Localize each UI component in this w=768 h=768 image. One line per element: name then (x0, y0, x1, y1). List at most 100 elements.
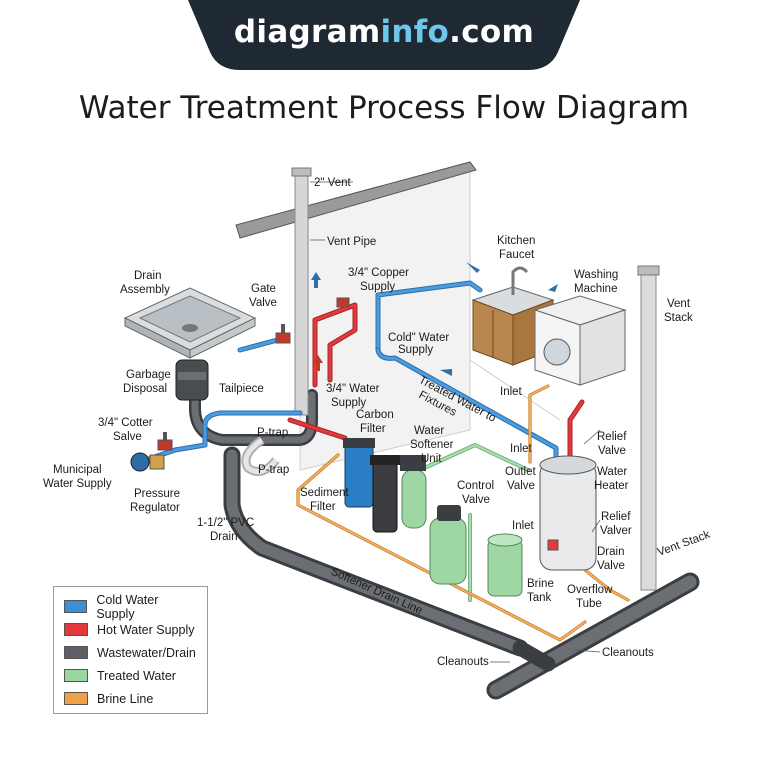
label-inlet-b: Inlet (510, 443, 533, 455)
legend-label-cold: Cold Water Supply (96, 592, 159, 621)
label-water-supply-1: 3/4" Water (326, 383, 380, 395)
legend-swatch-treated (64, 669, 88, 682)
label-cold-2: Supply (398, 344, 433, 356)
label-cleanouts-b: Cleanouts (602, 647, 654, 659)
site-banner (188, 0, 580, 70)
label-carbon-1: Carbon (356, 409, 394, 421)
legend-swatch-brine (64, 692, 88, 705)
label-vent-stack-1: Vent (667, 298, 691, 310)
label-municipal-2: Water Supply (43, 478, 112, 490)
legend-label-brine: Brine Line (97, 691, 154, 706)
brand-part-diagram: diagram (233, 14, 381, 50)
label-relief-1: Relief (597, 431, 627, 443)
label-softener-1: Water (414, 425, 444, 437)
label-tailpiece: Tailpiece (219, 383, 264, 395)
label-cotter-1: 3/4" Cotter (98, 417, 153, 429)
label-inlet-a: Inlet (500, 386, 523, 398)
legend-row-cold: Cold Water Supply (64, 592, 197, 621)
label-kitchen-1: Kitchen (497, 235, 535, 247)
label-washing-1: Washing (574, 269, 618, 281)
label-brine-1: Brine (527, 578, 554, 590)
kitchen-faucet (511, 266, 529, 295)
label-ptrap-a: P-trap (257, 427, 288, 439)
label-ptrap-b: P-trap (258, 464, 289, 476)
garbage-disposal-unit (175, 359, 209, 401)
floor-line (469, 359, 561, 421)
cold-water-lines (137, 280, 559, 465)
water-heater-tank (539, 455, 597, 571)
label-control-1: Control (457, 480, 494, 492)
label-drain-1: Drain (134, 270, 161, 282)
label-carbon-2: Filter (360, 423, 386, 435)
legend-label-hot: Hot Water Supply (97, 622, 195, 637)
label-heater-1: Water (597, 466, 627, 478)
label-inlet-c: Inlet (512, 520, 535, 532)
label-cotter-2: Salve (113, 431, 142, 443)
label-kitchen-2: Faucet (499, 249, 535, 261)
label-sediment-1: Sediment (300, 487, 349, 499)
label-brine-2: Tank (527, 592, 552, 604)
label-water-supply-2: Supply (331, 397, 366, 409)
gate-valve[interactable] (275, 324, 291, 344)
label-drain-valve-2: Valve (597, 560, 625, 572)
label-vent: 2" Vent (314, 177, 352, 189)
label-vent-stack-3: Vent Stack (656, 529, 712, 559)
washing-machine-unit (533, 295, 627, 386)
brand-part-com: .com (449, 14, 535, 50)
label-garbage-2: Disposal (123, 383, 167, 395)
label-relief-2: Valve (598, 445, 626, 457)
legend-row-treated: Treated Water (64, 664, 197, 687)
label-garbage-1: Garbage (126, 369, 171, 381)
label-copper-supply-1: 3/4" Copper (348, 267, 409, 279)
vent-pipe-main (291, 167, 312, 416)
drain-assembly-sink (123, 287, 257, 359)
treated-water-lines (418, 443, 530, 602)
label-overflow-2: Tube (576, 598, 602, 610)
vent-stack-right (637, 265, 660, 591)
softener-tank (429, 505, 467, 585)
legend-row-drain: Wastewater/Drain (64, 641, 197, 664)
carbon-filter (370, 455, 400, 533)
legend: Cold Water Supply Hot Water Supply Waste… (53, 586, 208, 714)
label-cleanouts-a: Cleanouts (437, 656, 489, 668)
brand-part-info: info (380, 14, 450, 50)
label-outlet-1: Outlet (505, 466, 536, 478)
label-softener-2: Softener (410, 439, 454, 451)
label-heater-2: Heater (594, 480, 629, 492)
label-drain-valve-1: Drain (597, 546, 624, 558)
label-vent-pipe: Vent Pipe (327, 236, 376, 248)
label-pressure-1: Pressure (134, 488, 180, 500)
pressure-regulator[interactable] (130, 452, 165, 472)
label-vent-stack-2: Stack (664, 312, 693, 324)
brine-tank (487, 533, 523, 597)
label-outlet-2: Valve (507, 480, 535, 492)
label-pvc-2: Drain (210, 531, 237, 543)
page-title: Water Treatment Process Flow Diagram (78, 90, 690, 126)
label-softener-3: Unit (421, 453, 442, 465)
label-gate-2: Valve (249, 297, 277, 309)
site-brand[interactable]: diagraminfo.com (188, 14, 580, 50)
label-softener-drain: Softener Drain Line (329, 566, 424, 617)
control-valve-red[interactable] (336, 297, 350, 308)
label-sediment-2: Filter (310, 501, 336, 513)
label-gate-1: Gate (251, 283, 276, 295)
label-control-2: Valve (462, 494, 490, 506)
label-drain-2: Assembly (120, 284, 170, 296)
legend-swatch-hot (64, 623, 88, 636)
label-overflow-1: Overflow (567, 584, 613, 596)
label-copper-supply-2: Supply (360, 281, 395, 293)
label-municipal-1: Municipal (53, 464, 102, 476)
legend-label-treated: Treated Water (97, 668, 176, 683)
legend-row-hot: Hot Water Supply (64, 618, 197, 641)
legend-label-drain: Wastewater/Drain (97, 645, 196, 660)
label-relief-4: Valver (600, 525, 632, 537)
cotter-valve[interactable] (157, 432, 173, 451)
label-pressure-2: Regulator (130, 502, 180, 514)
legend-swatch-cold (64, 600, 88, 613)
p-trap-assembly (241, 436, 280, 477)
flow-arrows (311, 262, 558, 376)
hot-water-lines (287, 302, 585, 463)
water-softener-unit (400, 455, 427, 529)
label-cold-1: Cold" Water (388, 332, 449, 344)
